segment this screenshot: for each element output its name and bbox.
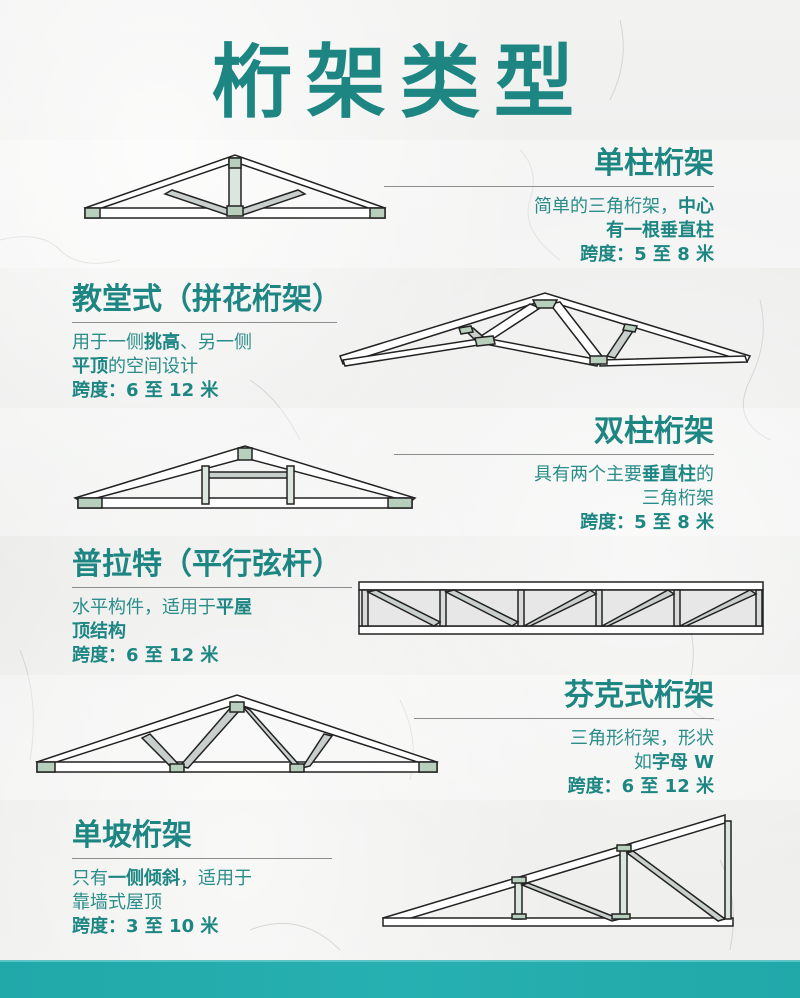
section-heading: 普拉特（平行弦杆） xyxy=(72,547,342,582)
description-line: 如字母 W xyxy=(633,752,714,773)
pratt-truss-icon xyxy=(358,581,764,635)
queen-post-truss-icon xyxy=(73,445,417,509)
section-mono: 单坡桁架 只有一侧倾斜，适用于 靠墙式屋顶 跨度：3 至 10 米 xyxy=(72,818,332,939)
span-range: 跨度：6 至 12 米 xyxy=(72,645,219,666)
section-king-post: 单柱桁架 简单的三角桁架，中心 有一根垂直柱 跨度：5 至 8 米 xyxy=(384,146,714,267)
span-range: 跨度：5 至 8 米 xyxy=(580,244,714,265)
section-scissor: 教堂式（拼花桁架） 用于一侧挑高、另一侧 平顶的空间设计 跨度：6 至 12 米 xyxy=(72,282,342,403)
footer-bar xyxy=(0,960,800,998)
section-queen-post: 双柱桁架 具有两个主要垂直柱的 三角桁架 跨度：5 至 8 米 xyxy=(394,414,714,535)
span-range: 跨度：6 至 12 米 xyxy=(567,776,714,797)
section-heading: 双柱桁架 xyxy=(594,414,714,449)
description-line: 三角桁架 xyxy=(642,488,714,509)
fink-truss-icon xyxy=(35,694,439,773)
divider xyxy=(72,587,352,588)
description-line: 靠墙式屋顶 xyxy=(72,892,162,913)
page-title: 桁架类型 xyxy=(212,36,588,129)
section-heading: 单坡桁架 xyxy=(72,818,192,853)
span-range: 跨度：6 至 12 米 xyxy=(72,380,219,401)
mono-truss-icon xyxy=(381,813,734,927)
section-heading: 教堂式（拼花桁架） xyxy=(72,282,342,317)
section-heading: 芬克式桁架 xyxy=(564,678,714,713)
section-band-1 xyxy=(0,140,800,268)
description-line: 平顶的空间设计 xyxy=(72,356,198,377)
king-post-truss-icon xyxy=(83,154,387,219)
divider xyxy=(384,186,714,187)
section-band-3 xyxy=(0,408,800,536)
description-line: 只有一侧倾斜，适用于 xyxy=(72,868,252,889)
section-heading: 单柱桁架 xyxy=(594,146,714,181)
divider xyxy=(72,858,332,859)
description-line: 顶结构 xyxy=(72,621,126,642)
divider xyxy=(72,322,337,323)
section-fink: 芬克式桁架 三角形桁架，形状 如字母 W 跨度：6 至 12 米 xyxy=(414,678,714,799)
span-range: 跨度：3 至 10 米 xyxy=(72,916,219,937)
description-line: 有一根垂直柱 xyxy=(606,220,714,241)
scissor-truss-icon xyxy=(339,292,752,367)
divider xyxy=(394,454,714,455)
description-line: 具有两个主要垂直柱的 xyxy=(534,464,714,485)
span-range: 跨度：5 至 8 米 xyxy=(580,512,714,533)
description-line: 三角形桁架，形状 xyxy=(570,728,714,749)
description-line: 简单的三角桁架，中心 xyxy=(534,196,714,217)
description-line: 用于一侧挑高、另一侧 xyxy=(72,332,252,353)
description-line: 水平构件，适用于平屋 xyxy=(72,597,252,618)
section-pratt: 普拉特（平行弦杆） 水平构件，适用于平屋 顶结构 跨度：6 至 12 米 xyxy=(72,547,352,668)
divider xyxy=(414,718,714,719)
